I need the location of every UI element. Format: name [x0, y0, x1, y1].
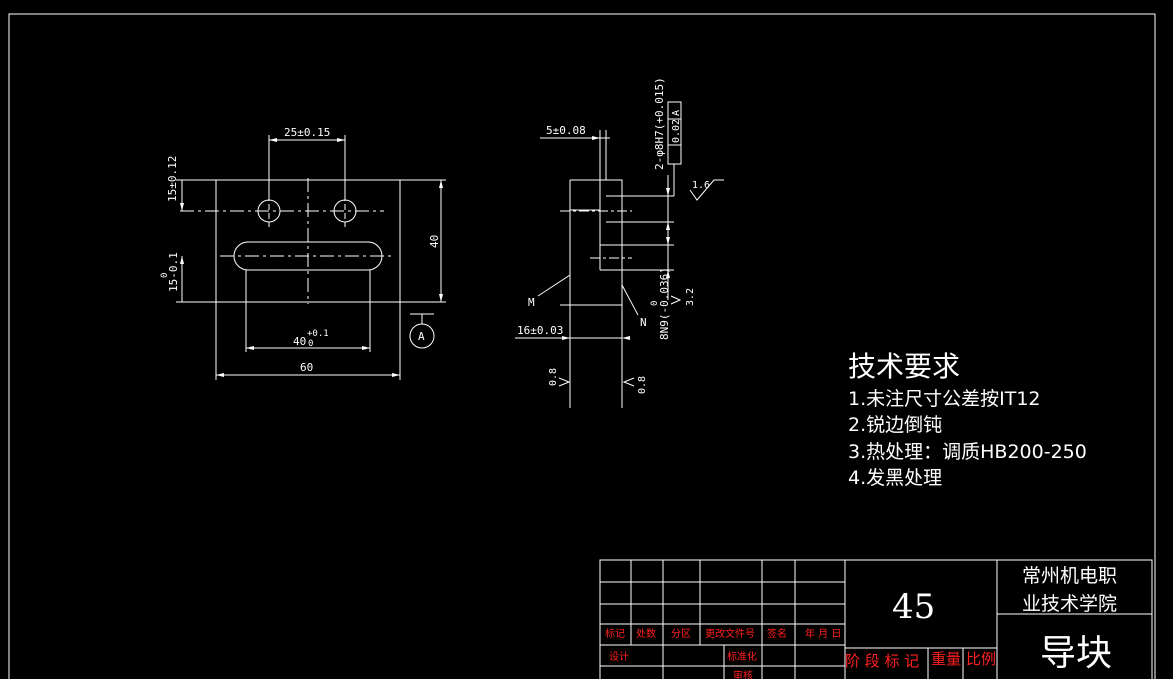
dim-width: 60: [300, 361, 313, 374]
tb-school-line2: 业技术学院: [1022, 593, 1117, 615]
title-block: [599, 559, 1153, 679]
label-n: N: [640, 316, 647, 329]
front-view: [176, 135, 446, 380]
tb-label-date: 年 月 日: [805, 627, 841, 640]
roughness-right: 3.2: [685, 288, 696, 306]
tb-label-mark: 标记: [605, 628, 625, 640]
side-view: [515, 101, 724, 408]
tb-label-review: 审核: [733, 669, 753, 679]
requirement-item-4: 4.发黑处理: [848, 467, 942, 489]
dim-slot-length-tol-lower: 0: [308, 339, 313, 349]
requirement-item-3: 3.热处理：调质HB200-250: [848, 441, 1087, 463]
dim-height: 40: [428, 235, 441, 248]
tb-material: 45: [892, 587, 935, 627]
dim-slot-offset-upper: 0: [160, 273, 170, 278]
dim-hole-offset: 15±0.12: [166, 156, 179, 202]
roughness-bottom-right: 0.8: [637, 376, 648, 394]
tolerance-datum: A: [671, 110, 682, 116]
datum-a-label: A: [418, 330, 425, 343]
tb-label-change-doc: 更改文件号: [705, 627, 755, 640]
roughness-bottom-left: 0.8: [548, 368, 559, 386]
requirement-item-1: 1.未注尺寸公差按IT12: [848, 388, 1041, 410]
dim-hole-fit: 2-φ8H7(+0.015): [653, 77, 666, 170]
tb-label-design: 设计: [609, 650, 629, 663]
roughness-top: 1.6: [692, 180, 710, 191]
dim-bottom-width: 16±0.03: [517, 324, 563, 337]
datum-a-circle: [409, 323, 435, 349]
requirements-title: 技术要求: [848, 350, 960, 383]
tb-label-weight: 重量: [931, 650, 961, 668]
label-m: M: [528, 296, 535, 309]
side-view-outline: [569, 179, 623, 306]
tb-label-zone: 分区: [671, 628, 691, 640]
dim-slot-offset: 15-0.1: [167, 252, 180, 292]
tb-part-name: 导块: [1040, 633, 1112, 674]
tb-label-count: 处数: [636, 627, 656, 640]
side-view-arrows: [562, 136, 670, 340]
drawing-border: [8, 13, 1156, 679]
dim-slot-fit-upper: 0: [650, 301, 660, 306]
dim-thickness: 5±0.08: [546, 124, 586, 137]
dim-hole-spacing: 25±0.15: [284, 126, 330, 139]
tb-label-standardize: 标准化: [727, 650, 757, 663]
dim-slot-fit: 8N9(-0.036): [658, 267, 671, 340]
dim-slot-length-tol-upper: +0.1: [307, 329, 329, 339]
tb-school-line1: 常州机电职: [1022, 565, 1117, 587]
front-view-arrows: [180, 138, 443, 377]
dim-slot-length: 40: [293, 335, 306, 348]
tolerance-value: 0.02: [671, 119, 682, 143]
tb-label-scale: 比例: [966, 650, 996, 668]
tb-label-signature: 签名: [767, 627, 787, 640]
requirement-item-2: 2.锐边倒钝: [848, 414, 942, 436]
tb-label-stage-mark: 阶 段 标 记: [845, 652, 919, 670]
